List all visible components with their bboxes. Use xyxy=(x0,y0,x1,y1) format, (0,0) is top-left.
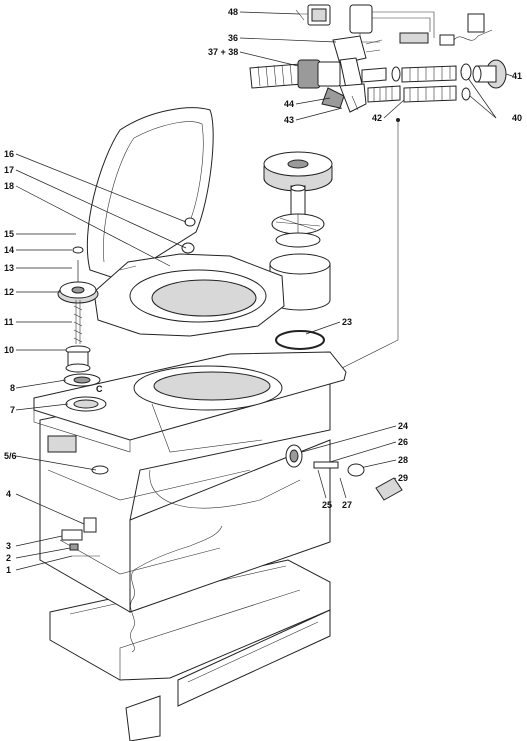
part-40-41-cap xyxy=(460,59,507,101)
part-22-pump xyxy=(271,184,325,248)
callout-44: 44 xyxy=(284,99,294,109)
callout-12: 12 xyxy=(4,287,14,297)
callout-labels: 48 36 37 + 38 44 43 42 41 40 16 17 18 15… xyxy=(4,7,522,575)
callout-37-38: 37 + 38 xyxy=(208,47,238,57)
callout-2: 2 xyxy=(6,553,11,563)
callout-28: 28 xyxy=(398,455,408,465)
callout-42: 42 xyxy=(372,113,382,123)
side-valve-parts xyxy=(313,461,403,501)
flush-assembly xyxy=(249,4,507,380)
callout-26: 26 xyxy=(398,437,408,447)
part-43-44-nozzle xyxy=(321,83,367,113)
callout-17: 17 xyxy=(4,165,14,175)
part-20-cup xyxy=(269,253,331,311)
part-42-hose xyxy=(361,65,457,103)
callout-11: 11 xyxy=(4,317,14,327)
callout-10: 10 xyxy=(4,345,14,355)
leader-lines xyxy=(15,11,513,571)
callout-13: 13 xyxy=(4,263,14,273)
callout-23: 23 xyxy=(342,317,352,327)
callout-14: 14 xyxy=(4,245,14,255)
callout-29: 29 xyxy=(398,473,408,483)
part-23-seal xyxy=(275,330,325,350)
callout-43: 43 xyxy=(284,115,294,125)
part-36-manifold xyxy=(332,35,383,89)
part-37-38-hose xyxy=(249,59,341,89)
callout-48: 48 xyxy=(228,7,238,17)
callout-25: 25 xyxy=(322,500,332,510)
callout-24: 24 xyxy=(398,421,408,431)
callout-15: 15 xyxy=(4,229,14,239)
callout-16: 16 xyxy=(4,149,14,159)
callout-5-6: 5/6 xyxy=(4,451,17,461)
callout-c: C xyxy=(96,384,103,394)
callout-27: 27 xyxy=(342,500,352,510)
callout-4: 4 xyxy=(6,489,11,499)
toilet-body xyxy=(33,351,347,741)
callout-3: 3 xyxy=(6,541,11,551)
callout-18: 18 xyxy=(4,181,14,191)
callout-7: 7 xyxy=(10,405,15,415)
seat-and-lid xyxy=(57,107,285,387)
callout-41: 41 xyxy=(512,71,522,81)
callout-1: 1 xyxy=(6,565,11,575)
callout-36: 36 xyxy=(228,33,238,43)
callout-40: 40 xyxy=(512,113,522,123)
callout-8: 8 xyxy=(10,383,15,393)
part-48-connector xyxy=(295,4,493,46)
